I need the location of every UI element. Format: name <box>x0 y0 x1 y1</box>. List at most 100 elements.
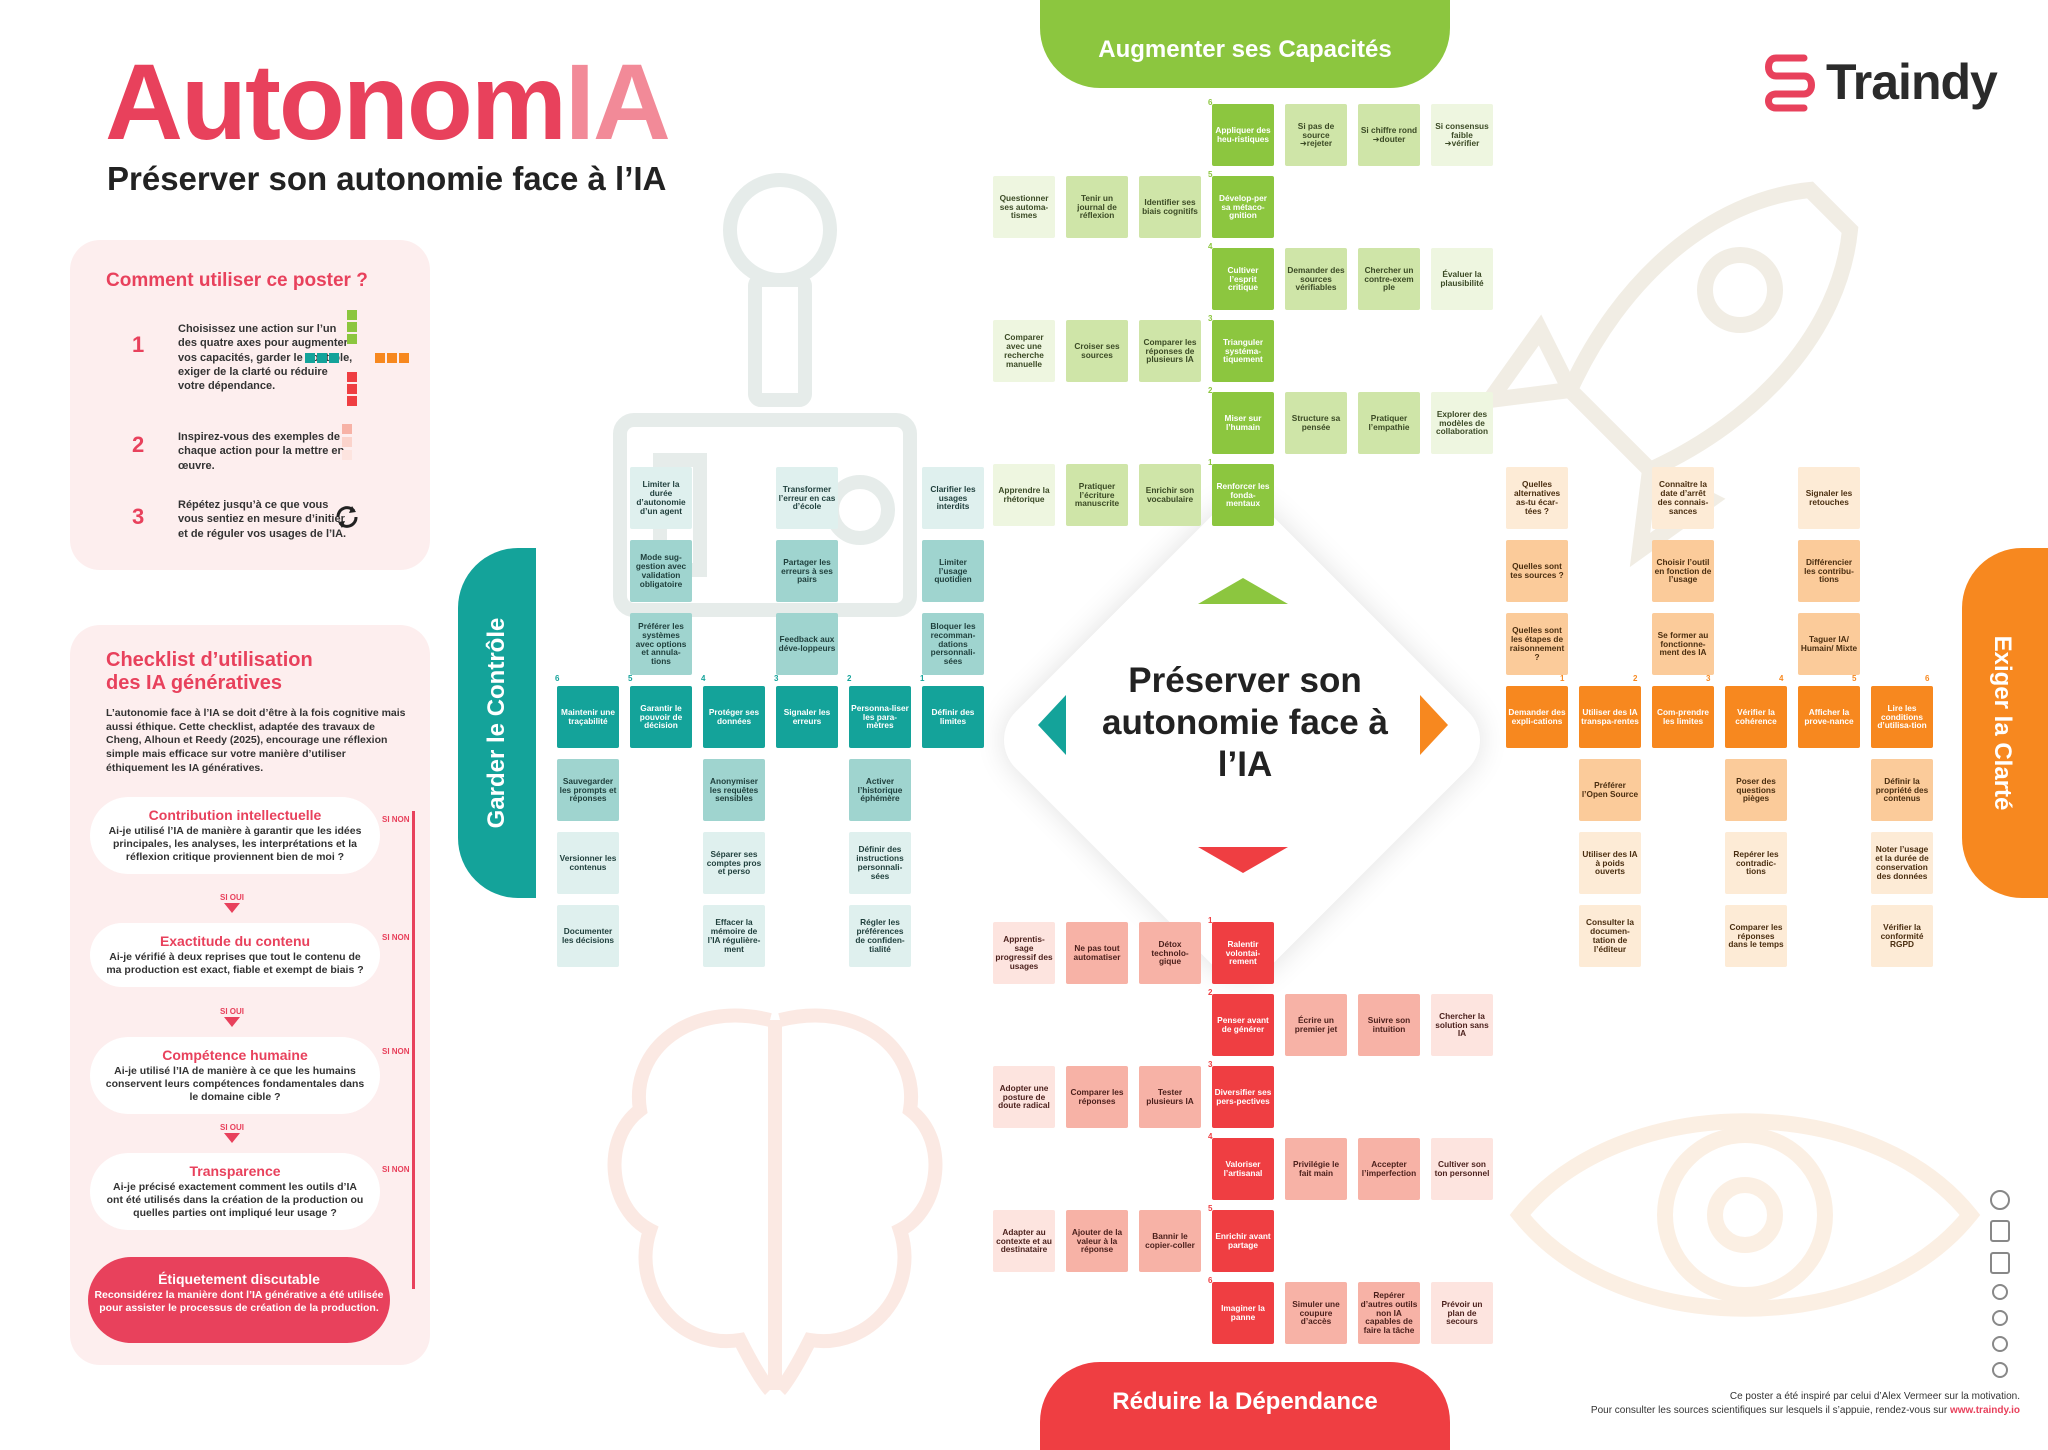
arrow-right-icon <box>1420 695 1448 755</box>
action-number: 1 <box>1560 674 1565 683</box>
axis-label-clarte: Exiger la Clarté <box>1989 635 2016 811</box>
example-tile: Évaluer la plausibilité <box>1431 248 1493 310</box>
action-number: 1 <box>920 674 925 683</box>
action-tile-main: Vérifier la cohérence <box>1725 686 1787 748</box>
si-oui-label: SI OUI <box>220 1007 245 1016</box>
action-tile-main: Cultiver l’esprit critique <box>1212 248 1274 310</box>
footer-line-2-text: Pour consulter les sources scientifiques… <box>1590 1404 1948 1416</box>
action-tile-main: Renforcer les fonda-mentaux <box>1212 464 1274 526</box>
example-tile: Feedback aux déve-loppeurs <box>776 613 838 675</box>
action-tile-main: Ralentir volontai-rement <box>1212 922 1274 984</box>
license-icons <box>1988 1190 2012 1380</box>
example-tile: Différencier les contribu-tions <box>1798 540 1860 602</box>
example-tile: Poser des questions pièges <box>1725 759 1787 821</box>
checklist-question-card: Compétence humaine Ai-je utilisé l’IA de… <box>90 1037 380 1115</box>
example-tile: Quelles alternatives as-tu écar-tées ? <box>1506 467 1568 529</box>
step-number-3: 3 <box>132 504 145 529</box>
action-number: 1 <box>1208 458 1213 467</box>
example-tile: Bannir le copier-coller <box>1139 1210 1201 1272</box>
example-tile: Tenir un journal de réflexion <box>1066 176 1128 238</box>
example-tile: Se former au fonctionne-ment des IA <box>1652 613 1714 675</box>
action-tile-main: Maintenir une traçabilité <box>557 686 619 748</box>
example-tile: Comparer les réponses <box>1066 1066 1128 1128</box>
example-tile: Explorer des modèles de collaboration <box>1431 392 1493 454</box>
example-tile: Activer l’historique éphémère <box>849 759 911 821</box>
example-tile: Prévoir un plan de secours <box>1431 1282 1493 1344</box>
arrow-left-icon <box>1038 695 1066 755</box>
arrow-down-icon <box>224 1133 240 1143</box>
axes-mini-icon <box>305 310 409 406</box>
example-tile: Pratiquer l’empathie <box>1358 392 1420 454</box>
action-number: 3 <box>774 674 779 683</box>
poster-title: AutonomIA <box>105 48 671 156</box>
example-tile: Préférer les systèmes avec options et an… <box>630 613 692 675</box>
example-tile: Questionner ses automa-tismes <box>993 176 1055 238</box>
question-text: Ai-je utilisé l’IA de manière à ce que l… <box>105 1065 365 1104</box>
action-tile-main: Appliquer des heu-ristiques <box>1212 104 1274 166</box>
action-tile-main: Imaginer la panne <box>1212 1282 1274 1344</box>
example-mini-icon <box>342 424 352 460</box>
action-number: 6 <box>1208 1276 1213 1285</box>
example-tile: Effacer la mémoire de l’IA régulière-men… <box>703 905 765 967</box>
nd-icon <box>1992 1362 2008 1378</box>
no-path-line <box>412 811 415 1289</box>
arrow-up-icon <box>1198 578 1288 604</box>
action-number: 5 <box>628 674 633 683</box>
example-tile: Comparer les réponses dans le temps <box>1725 905 1787 967</box>
example-tile: Comparer avec une recherche manuelle <box>993 320 1055 382</box>
person-icon <box>1990 1190 2010 1210</box>
si-non-label: SI NON <box>382 1165 410 1174</box>
action-tile-main: Afficher la prove-nance <box>1798 686 1860 748</box>
action-number: 3 <box>1208 1060 1213 1069</box>
example-tile: Connaître la date d’arrêt des connais-sa… <box>1652 467 1714 529</box>
action-number: 6 <box>1208 98 1213 107</box>
arrow-down-icon <box>1198 847 1288 873</box>
footer-website-link[interactable]: www.traindy.io <box>1949 1404 2020 1416</box>
example-tile: Privilégie le fait main <box>1285 1138 1347 1200</box>
action-tile-main: Utiliser des IA transpa-rentes <box>1579 686 1641 748</box>
question-text: Ai-je utilisé l’IA de manière à garantir… <box>108 825 362 864</box>
example-tile: Noter l’usage et la durée de conservatio… <box>1871 832 1933 894</box>
checklist-title: Checklist d’utilisation des IA générativ… <box>106 649 313 694</box>
final-title: Étiquetement discutable <box>158 1271 320 1287</box>
by-icon <box>1992 1310 2008 1326</box>
action-tile-main: Définir des limites <box>922 686 984 748</box>
si-non-label: SI NON <box>382 815 410 824</box>
action-tile-main: Dévelop-per sa métaco-gnition <box>1212 176 1274 238</box>
si-non-label: SI NON <box>382 933 410 942</box>
step-text-3: Répétez jusqu’à ce que vous vous sentiez… <box>178 499 347 540</box>
checklist-panel: Checklist d’utilisation des IA générativ… <box>70 625 430 1365</box>
example-tile: Apprendre la rhétorique <box>993 464 1055 526</box>
action-number: 5 <box>1852 674 1857 683</box>
action-number: 4 <box>1208 242 1213 251</box>
action-tile-main: Penser avant de générer <box>1212 994 1274 1056</box>
cc-icon <box>1992 1284 2008 1300</box>
example-tile: Limiter l’usage quotidien <box>922 540 984 602</box>
example-tile: Définir la propriété des contenus <box>1871 759 1933 821</box>
action-tile-main: Lire les conditions d’utilisa-tion <box>1871 686 1933 748</box>
axis-tab-capacites: Augmenter ses Capacités <box>1040 0 1450 88</box>
poster-subtitle: Préserver son autonomie face à l’IA <box>107 160 667 197</box>
step-number-2: 2 <box>132 432 145 457</box>
action-tile-main: Trianguler systéma-tiquement <box>1212 320 1274 382</box>
example-tile: Bloquer les recomman-dations personnali-… <box>922 613 984 675</box>
traindy-logo: Traindy <box>1762 50 1998 114</box>
example-tile: Accepter l’imperfection <box>1358 1138 1420 1200</box>
question-title: Transparence <box>189 1163 281 1179</box>
question-title: Contribution intellectuelle <box>148 807 322 823</box>
action-tile-main: Demander des expli-cations <box>1506 686 1568 748</box>
action-tile-main: Personna-liser les para-mètres <box>849 686 911 748</box>
example-tile: Choisir l’outil en fonction de l’usage <box>1652 540 1714 602</box>
example-tile: Mode sug-gestion avec validation obligat… <box>630 540 692 602</box>
example-tile: Clarifier les usages interdits <box>922 467 984 529</box>
action-number: 5 <box>1208 1204 1213 1213</box>
question-text: Ai-je précisé exactement comment les out… <box>106 1181 364 1220</box>
howto-panel: Comment utiliser ce poster ? 1 Choisisse… <box>70 240 430 570</box>
example-tile: Transformer l’erreur en cas d’école <box>776 467 838 529</box>
si-oui-label: SI OUI <box>220 893 245 902</box>
example-tile: Si chiffre rond ➜douter <box>1358 104 1420 166</box>
arrow-down-icon <box>224 903 240 913</box>
example-tile: Versionner les contenus <box>557 832 619 894</box>
example-tile: Taguer IA/ Humain/ Mixte <box>1798 613 1860 675</box>
example-tile: Apprentis-sage progressif des usages <box>993 922 1055 984</box>
